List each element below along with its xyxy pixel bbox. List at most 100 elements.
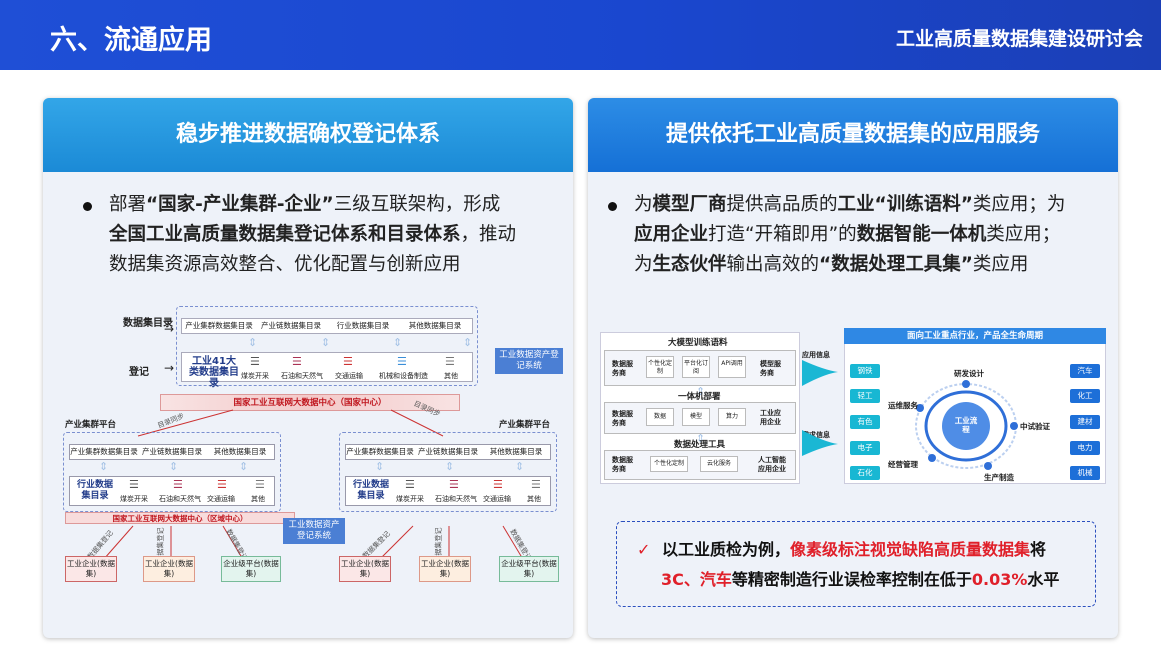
text: 为: [634, 254, 653, 275]
up-down-arrow-icon: ⇕: [248, 336, 258, 349]
industry-item: 煤炭开采: [241, 372, 269, 380]
right-panel-title: 提供依托工业高质量数据集的应用服务: [588, 98, 1118, 172]
arrow-icon: →: [164, 322, 175, 336]
industry-item: 煤炭开采: [396, 495, 424, 503]
national-center-band: 国家工业互联网大数据中心（国家中心）: [160, 394, 460, 411]
catalog-item: 产业集群数据集目录: [185, 321, 253, 330]
group-item: 云化服务: [700, 456, 738, 472]
right-bullet: 为模型厂商提供高品质的工业“训练语料”类应用；为 应用企业打造“开箱即用”的数据…: [608, 190, 1104, 280]
cluster-label: 产业集群平台: [499, 420, 551, 430]
example-callout: ✓ 以工业质检为例，像素级标注视觉缺陷高质量数据集将 3C、汽车等精密制造行业误…: [616, 521, 1096, 607]
up-down-arrow-icon: ⇕: [696, 432, 706, 445]
left-bullet: 部署“国家-产业集群-企业”三级互联架构，形成 全国工业高质量数据集登记体系和目…: [83, 190, 559, 280]
industry-tag: 化工: [1070, 389, 1100, 403]
asset-system-tag: 工业数据资产登记系统: [495, 348, 563, 374]
text: 部署: [109, 194, 147, 215]
text: 输出高效的: [726, 254, 820, 275]
industry-item: 煤炭开采: [120, 495, 148, 503]
industry-tag: 轻工: [850, 389, 880, 403]
catalog-item: 产业集群数据集目录: [346, 447, 414, 456]
right-panel: 提供依托工业高质量数据集的应用服务 为模型厂商提供高品质的工业“训练语料”类应用…: [588, 98, 1118, 638]
database-icon: ☰: [493, 478, 503, 491]
stage-label: 经营管理: [888, 460, 918, 469]
group-item: 模型: [682, 408, 710, 426]
funnel-arrows: [802, 360, 838, 456]
up-down-arrow-icon: ⇕: [321, 336, 331, 349]
enterprise-box: 工业企业(数据集): [419, 556, 471, 582]
national-box: [176, 306, 478, 386]
text-bold: 应用企业: [634, 224, 709, 245]
industry-item: 其他: [527, 495, 541, 503]
check-icon: ✓: [637, 540, 651, 559]
stage-label: 中试验证: [1020, 422, 1050, 431]
lifecycle-title: 面向工业重点行业，产品全生命周期: [844, 328, 1106, 344]
cluster-box-right: [339, 432, 557, 512]
group-item: API调用: [718, 356, 746, 378]
industry-item: 机械和设备制造: [379, 372, 428, 380]
left-panel: 稳步推进数据确权登记体系 部署“国家-产业集群-企业”三级互联架构，形成 全国工…: [43, 98, 573, 638]
cluster-label: 产业集群平台: [65, 420, 117, 430]
cluster-catalog-row: 产业集群数据集目录产业链数据集目录 其他数据集目录: [345, 444, 551, 460]
catalog-item: 其他数据集目录: [213, 447, 267, 456]
group-item: 数据: [646, 408, 674, 426]
catalog-item: 产业链数据集目录: [418, 447, 478, 456]
text: 以工业质检为例，: [661, 540, 790, 559]
catalog-title: 工业41大类数据集目录: [189, 356, 239, 389]
enterprise-box: 企业级平台(数据集): [221, 556, 281, 582]
callout-text: ✓ 以工业质检为例，像素级标注视觉缺陷高质量数据集将 3C、汽车等精密制造行业误…: [637, 535, 1059, 595]
up-down-arrow-icon: ⇕: [393, 336, 403, 349]
text-red: 0.03%: [971, 570, 1028, 589]
stage-label: 生产制造: [984, 473, 1014, 482]
up-down-arrow-icon: ⇕: [375, 460, 385, 473]
catalog-item: 其他数据集目录: [408, 321, 462, 330]
text-bold: 工业“训练语料”: [837, 194, 973, 215]
industry-tag: 钢铁: [850, 364, 880, 378]
text: 水平: [1027, 570, 1060, 589]
industry-tag: 电子: [850, 441, 880, 455]
industry-item: 交通运输: [335, 372, 363, 380]
text: ，推动: [460, 224, 517, 245]
text: 等精密制造行业误检率控制在低于: [731, 570, 972, 589]
industry-item: 石油和天然气: [435, 495, 477, 503]
text-bold: 全国工业高质量数据集登记体系和目录体系: [109, 224, 461, 245]
catalog-item: 其他数据集目录: [489, 447, 543, 456]
industry-item: 其他: [251, 495, 265, 503]
catalog-item: 产业链数据集目录: [261, 321, 321, 330]
info-label: 应用信息: [802, 351, 830, 359]
enterprise-box: 工业企业(数据集): [143, 556, 195, 582]
bullet-dot: [83, 202, 92, 211]
regional-center-band: 国家工业互联网大数据中心（区域中心）: [65, 512, 295, 524]
asset-system-tag: 工业数据资产登记系统: [283, 518, 345, 544]
up-down-arrow-icon: ⇕: [169, 460, 179, 473]
database-icon: ☰: [445, 355, 455, 368]
industry-tag: 机械: [1070, 466, 1100, 480]
industry-item: 石油和天然气: [281, 372, 323, 380]
up-down-arrow-icon: ⇕: [99, 460, 109, 473]
catalog-item: 产业集群数据集目录: [70, 447, 138, 456]
text: 类应用: [972, 254, 1029, 275]
sync-arrows: [137, 409, 444, 437]
enterprise-box: 企业级平台(数据集): [499, 556, 559, 582]
cluster-industry-row: [345, 476, 551, 506]
database-icon: ☰: [449, 478, 459, 491]
text: 提供高品质的: [726, 194, 838, 215]
process-center: 工业流程: [954, 416, 978, 434]
text-bold: “数据处理工具集”: [819, 254, 973, 275]
industry-item: 交通运输: [207, 495, 235, 503]
group-right-label: 工业应用企业: [760, 409, 781, 426]
industry-tag: 石化: [850, 466, 880, 480]
text-bold: 数据智能一体机: [856, 224, 987, 245]
catalog-item: 产业链数据集目录: [142, 447, 202, 456]
industry-tag: 建材: [1070, 415, 1100, 429]
group-title: 数据处理工具: [674, 440, 726, 450]
section-title: 六、流通应用: [50, 25, 212, 56]
database-icon: ☰: [255, 478, 265, 491]
catalog-item: 行业数据集目录: [336, 321, 390, 330]
top-catalog-row: 产业集群数据集目录产业链数据集目录 行业数据集目录 其他数据集目录: [181, 318, 473, 334]
text: 类应用；为: [972, 194, 1066, 215]
enterprise-box: 工业企业(数据集): [339, 556, 391, 582]
industry-item: 石油和天然气: [159, 495, 201, 503]
text: 三级互联架构，形成: [333, 194, 501, 215]
text-red: 3C、汽车: [661, 570, 732, 589]
text-red: 像素级标注视觉缺陷高质量数据集: [790, 540, 1031, 559]
